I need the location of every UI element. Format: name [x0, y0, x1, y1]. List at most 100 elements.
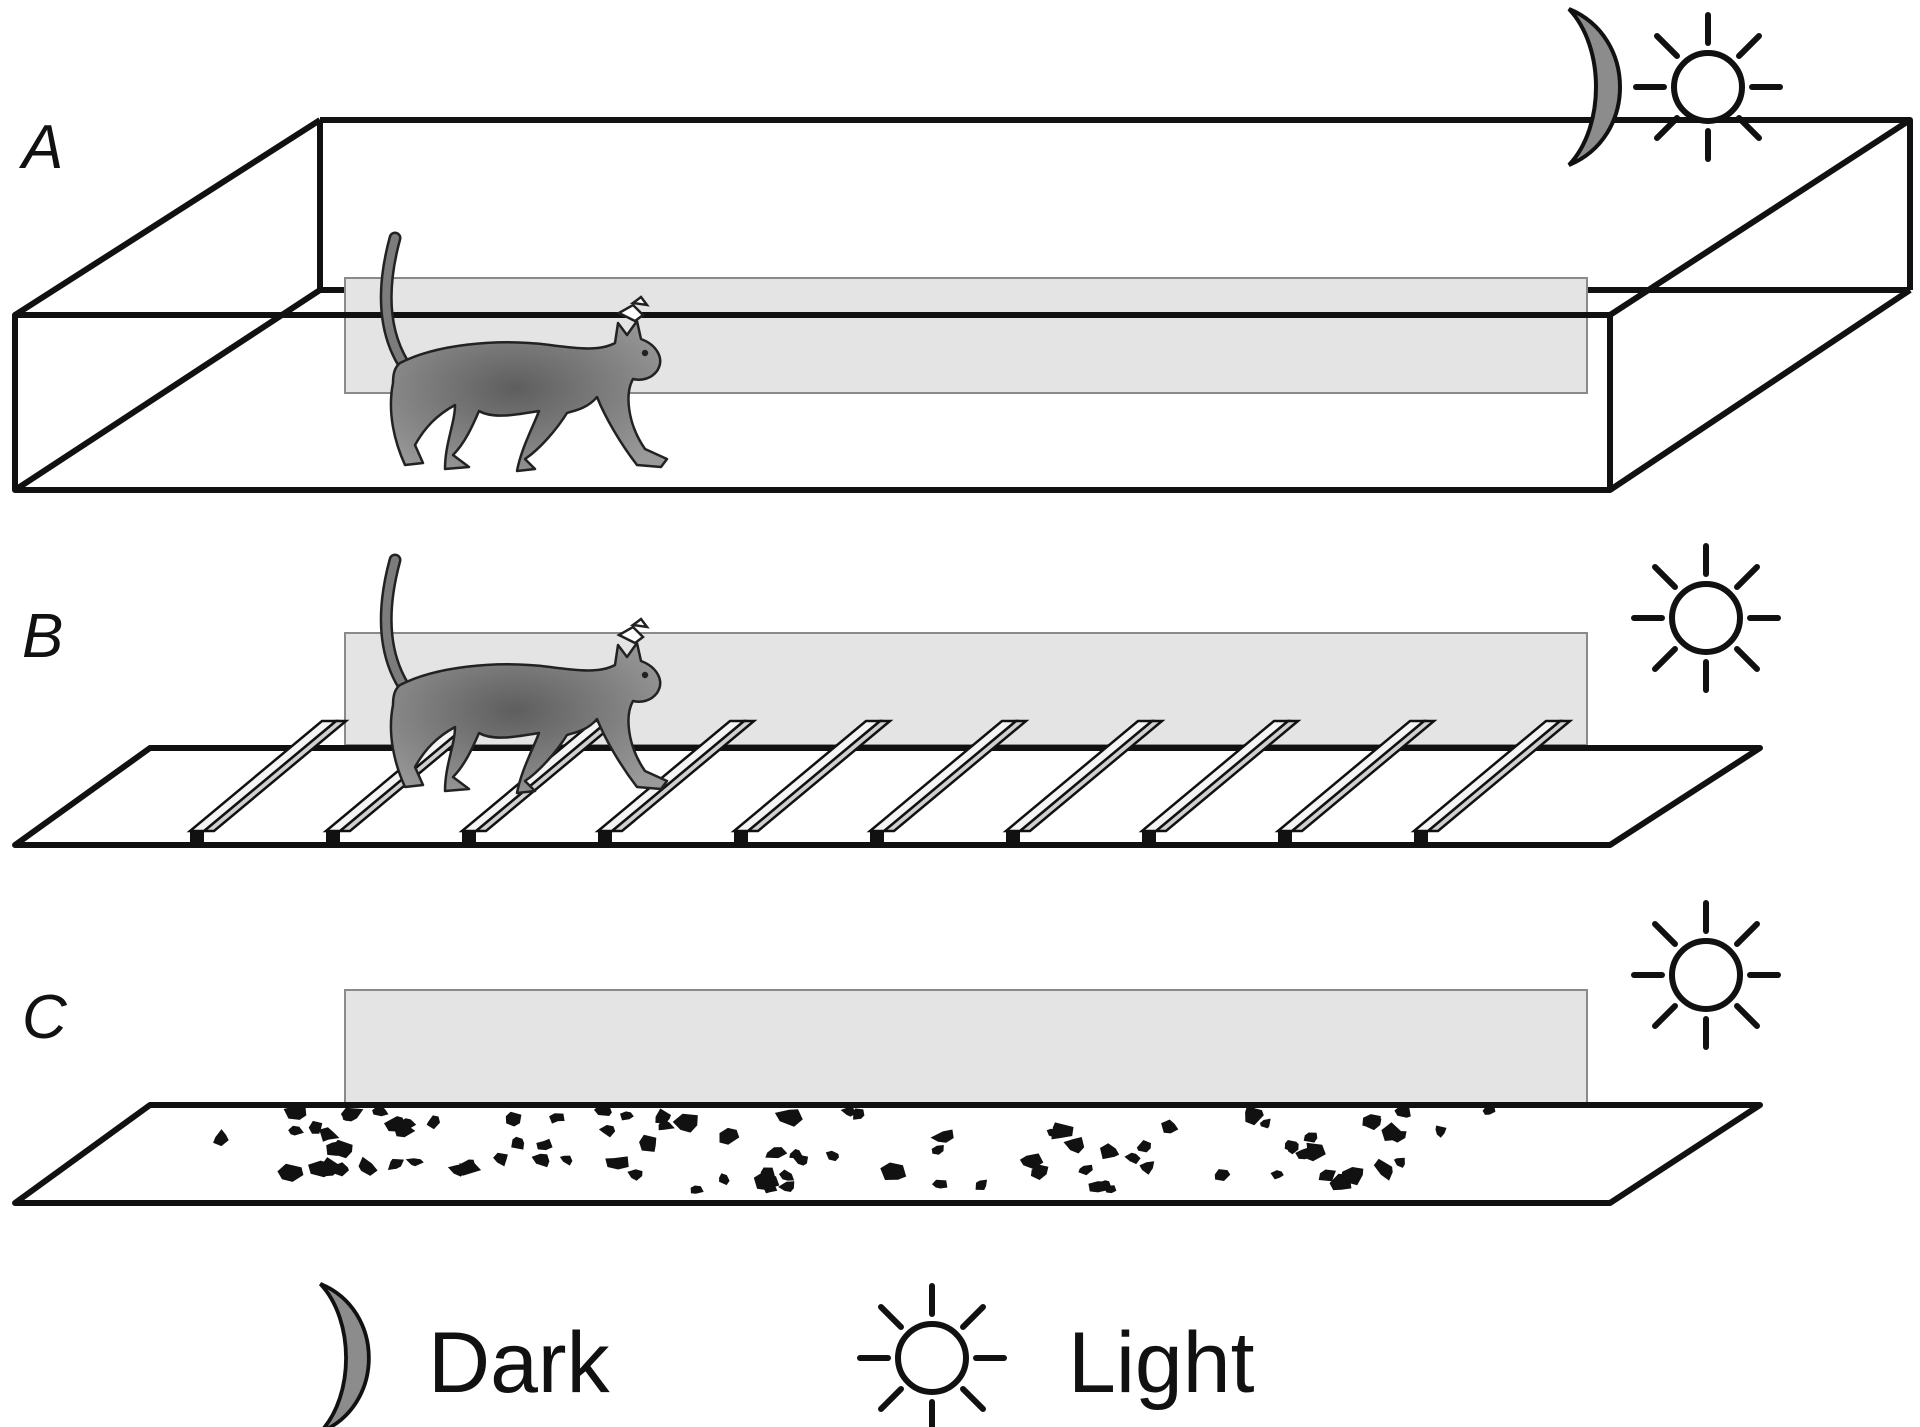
texture-speck — [975, 1179, 987, 1190]
texture-speck — [1161, 1119, 1179, 1134]
texture-speck — [372, 1104, 389, 1117]
ladder-rung-end — [190, 831, 204, 843]
panel-c-label: C — [22, 983, 68, 1052]
texture-speck — [1097, 1180, 1111, 1190]
texture-speck — [1362, 1114, 1381, 1129]
texture-speck — [639, 1134, 657, 1152]
texture-speck — [405, 1158, 424, 1167]
texture-speck — [549, 1113, 565, 1124]
texture-speck — [1482, 1106, 1496, 1115]
texture-speck — [559, 1155, 573, 1166]
ladder-rung-end — [870, 831, 884, 843]
texture-speck — [778, 1181, 795, 1192]
texture-speck — [594, 1102, 612, 1116]
texture-speck — [505, 1111, 522, 1127]
texture-speck — [308, 1160, 333, 1178]
texture-speck — [283, 1104, 307, 1120]
texture-speck — [853, 1108, 865, 1120]
texture-speck — [840, 1107, 857, 1117]
texture-speck — [658, 1118, 675, 1131]
texture-speck — [930, 1129, 954, 1143]
texture-speck — [1284, 1140, 1299, 1151]
texture-speck — [493, 1152, 508, 1167]
texture-speck — [1435, 1125, 1447, 1138]
panel-b-label: B — [22, 602, 63, 671]
texture-speck — [1136, 1140, 1151, 1153]
texture-speck — [1303, 1142, 1326, 1162]
texture-speck — [765, 1147, 788, 1159]
ladder-rung-end — [1278, 831, 1292, 843]
ladder-rung-end — [1142, 831, 1156, 843]
panel-c-sun-icon — [1634, 903, 1778, 1047]
texture-speck — [719, 1127, 740, 1145]
panel-a-label: A — [18, 113, 63, 182]
texture-speck — [719, 1173, 730, 1186]
texture-speck — [1245, 1106, 1264, 1126]
texture-speck — [1270, 1170, 1284, 1180]
texture-speck — [277, 1163, 304, 1182]
panel-a-sun-icon — [1636, 15, 1780, 159]
panel-b-ladder — [12, 546, 1778, 848]
texture-speck — [690, 1185, 704, 1194]
texture-speck — [531, 1153, 550, 1168]
legend-moon-icon — [318, 1282, 371, 1427]
texture-speck — [358, 1156, 378, 1176]
texture-speck — [1030, 1164, 1049, 1180]
texture-speck — [308, 1120, 323, 1134]
texture-speck — [1394, 1102, 1411, 1118]
texture-speck — [672, 1113, 698, 1133]
texture-speck — [655, 1108, 671, 1124]
texture-speck — [1340, 1167, 1364, 1186]
legend-dark-label: Dark — [428, 1315, 611, 1411]
texture-speck — [598, 1125, 616, 1138]
texture-speck — [880, 1162, 907, 1180]
ladder-rung-end — [1414, 831, 1428, 843]
texture-speck — [793, 1154, 809, 1166]
texture-speck — [1318, 1169, 1336, 1182]
texture-speck — [627, 1169, 643, 1181]
texture-speck — [779, 1169, 795, 1181]
texture-speck — [605, 1156, 629, 1170]
panel-a-moon-icon — [1567, 7, 1622, 167]
texture-speck — [401, 1118, 417, 1130]
texture-speck — [1259, 1118, 1271, 1129]
texture-speck — [213, 1129, 229, 1147]
texture-speck — [288, 1125, 304, 1136]
texture-speck — [511, 1136, 525, 1150]
texture-speck — [760, 1167, 775, 1182]
legend: Dark Light — [318, 1282, 1255, 1427]
texture-speck — [1051, 1122, 1074, 1140]
texture-speck — [774, 1109, 803, 1127]
ladder-rung-end — [734, 831, 748, 843]
texture-speck — [319, 1127, 340, 1142]
texture-speck — [620, 1111, 634, 1121]
panel-b-rungs — [186, 719, 1574, 843]
panel-c-textured — [12, 903, 1778, 1206]
texture-speck — [536, 1138, 553, 1151]
ladder-rung-end — [326, 831, 340, 843]
panel-a-cat — [386, 238, 667, 471]
panel-b-sun-icon — [1634, 546, 1778, 690]
legend-light-label: Light — [1068, 1315, 1255, 1411]
texture-speck — [1214, 1169, 1231, 1181]
texture-speck — [331, 1139, 353, 1159]
panel-c-backdrop — [344, 989, 1588, 1106]
texture-speck — [1393, 1157, 1405, 1168]
texture-speck — [825, 1150, 839, 1162]
texture-speck — [384, 1116, 408, 1132]
texture-speck — [931, 1145, 944, 1155]
ladder-rung-end — [1006, 831, 1020, 843]
texture-speck — [1100, 1143, 1120, 1160]
ladder-rung-end — [462, 831, 476, 843]
panel-c-floor — [12, 1102, 1763, 1206]
texture-speck — [387, 1158, 404, 1170]
texture-speck — [1078, 1164, 1093, 1176]
texture-speck — [1373, 1158, 1393, 1181]
texture-speck — [1303, 1132, 1318, 1143]
texture-speck — [426, 1115, 440, 1130]
texture-speck — [459, 1162, 482, 1176]
texture-speck — [932, 1179, 948, 1189]
panel-c-texture — [213, 1102, 1496, 1194]
texture-speck — [1124, 1152, 1141, 1165]
